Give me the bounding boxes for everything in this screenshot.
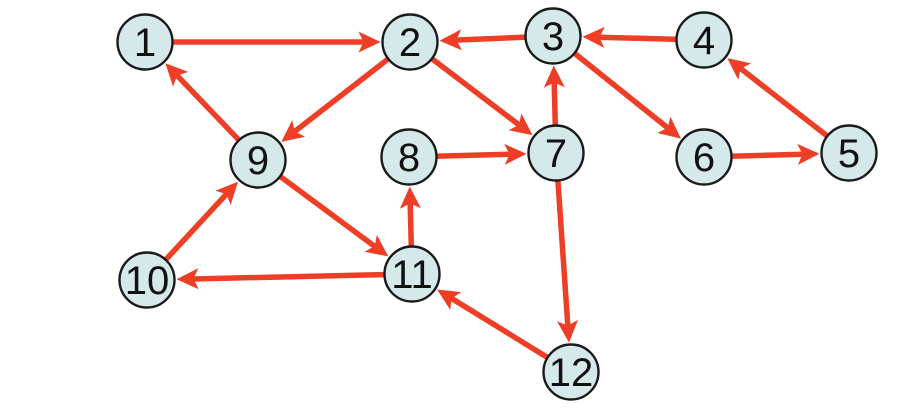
edge-layer (161, 26, 832, 362)
node-circle (380, 128, 438, 186)
node-label: 2 (399, 21, 421, 65)
arrowhead-icon (399, 186, 421, 209)
node-label: 6 (693, 136, 715, 180)
arrowhead-icon (508, 113, 533, 136)
arrowhead-icon (582, 26, 605, 48)
edge-shaft (595, 34, 682, 43)
edge-12-11 (437, 289, 553, 362)
node-circle (116, 13, 174, 71)
edge-9-11 (275, 172, 389, 257)
node-3: 3 (524, 7, 582, 65)
arrowhead-icon (727, 58, 752, 80)
edge-7-3 (543, 65, 565, 131)
node-9: 9 (229, 131, 287, 189)
edge-5-4 (727, 58, 832, 141)
edge-shaft (554, 175, 571, 330)
arrowhead-icon (165, 63, 189, 87)
node-circle (383, 245, 441, 303)
arrowhead-icon (281, 120, 306, 142)
node-label: 4 (693, 19, 715, 63)
arrowhead-icon (439, 29, 462, 51)
edge-shaft (737, 65, 832, 141)
edge-shaft (189, 271, 390, 282)
arrowhead-icon (543, 65, 565, 88)
edge-shaft (407, 199, 415, 252)
node-circle (381, 13, 439, 71)
arrowhead-icon (657, 116, 681, 139)
node-circle (118, 251, 176, 309)
edge-shaft (447, 295, 553, 362)
edge-shaft (173, 72, 244, 145)
edge-4-3 (582, 26, 682, 48)
node-circle (542, 343, 600, 401)
edge-8-7 (431, 143, 527, 165)
arrowhead-icon (215, 181, 238, 205)
node-label: 7 (545, 132, 567, 176)
arrowhead-icon (504, 143, 527, 165)
node-8: 8 (380, 128, 438, 186)
node-circle (524, 7, 582, 65)
edge-shaft (275, 172, 379, 250)
edge-shaft (551, 78, 559, 131)
edge-shaft (291, 54, 393, 135)
edge-3-6 (570, 49, 681, 139)
node-label: 9 (247, 139, 269, 183)
node-6: 6 (675, 128, 733, 186)
node-10: 10 (118, 251, 176, 309)
node-circle (675, 11, 733, 69)
arrowhead-icon (358, 31, 381, 53)
arrowhead-icon (557, 319, 578, 343)
arrowhead-icon (437, 289, 462, 310)
arrowhead-icon (176, 268, 199, 290)
edge-1-2 (167, 31, 381, 53)
edge-10-9 (161, 181, 238, 265)
edge-shaft (452, 34, 531, 43)
edge-shaft (161, 190, 230, 265)
node-label: 3 (542, 15, 564, 59)
node-circle (675, 128, 733, 186)
arrowhead-icon (364, 234, 389, 257)
node-label: 8 (398, 136, 420, 180)
edge-3-2 (439, 29, 531, 51)
edge-2-7 (427, 54, 533, 136)
node-11: 11 (383, 245, 441, 303)
node-label: 1 (134, 21, 156, 65)
edge-shaft (726, 151, 807, 160)
edge-shaft (427, 54, 523, 129)
node-circle (820, 124, 878, 182)
edge-7-12 (554, 175, 578, 343)
node-12: 12 (542, 343, 600, 401)
node-label: 11 (391, 253, 433, 297)
edge-9-1 (165, 63, 244, 145)
node-circle (527, 124, 585, 182)
node-7: 7 (527, 124, 585, 182)
edge-11-8 (399, 186, 421, 252)
node-4: 4 (675, 11, 733, 69)
node-5: 5 (820, 124, 878, 182)
node-circle (229, 131, 287, 189)
node-1: 1 (116, 13, 174, 71)
edge-11-10 (176, 268, 390, 290)
edge-shaft (431, 151, 514, 160)
edge-2-9 (281, 54, 393, 142)
node-2: 2 (381, 13, 439, 71)
arrowhead-icon (797, 143, 820, 165)
node-label: 10 (125, 259, 170, 303)
edge-shaft (570, 49, 672, 132)
node-label: 12 (549, 351, 594, 395)
node-label: 5 (838, 132, 860, 176)
edge-6-5 (726, 143, 820, 165)
